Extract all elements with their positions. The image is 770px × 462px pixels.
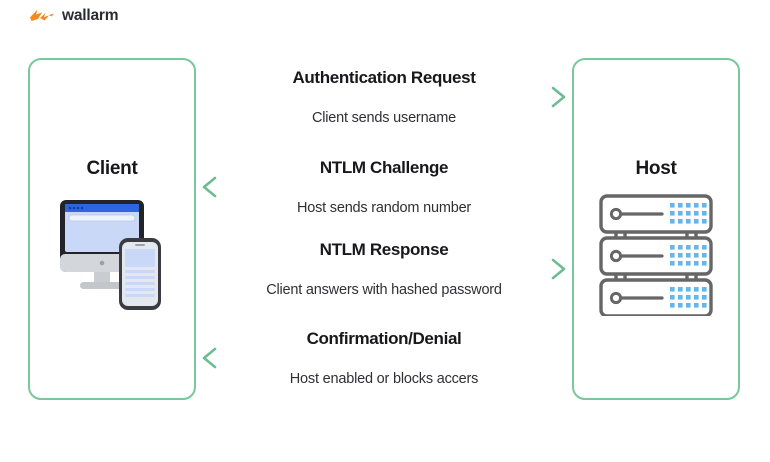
arrow-left-icon	[202, 176, 554, 198]
flow-confirmation-denial: Confirmation/Denial Host enabled or bloc…	[196, 323, 572, 395]
host-illustration	[574, 190, 738, 316]
flow-title: NTLM Response	[319, 240, 449, 259]
arrow-right-icon	[214, 258, 566, 280]
flow-authentication-request: Authentication Request Client sends user…	[196, 62, 572, 134]
wallarm-logo: wallarm	[29, 7, 119, 24]
server-rack-icon	[599, 194, 713, 316]
flow-subtitle: Host enabled or blocks accers	[289, 371, 479, 387]
flow-title: Authentication Request	[292, 68, 476, 87]
host-panel: Host	[572, 58, 740, 400]
flow-title: NTLM Challenge	[319, 158, 449, 177]
flow-ntlm-response: NTLM Response Client answers with hashed…	[196, 234, 572, 306]
flow-subtitle: Client answers with hashed password	[266, 282, 502, 298]
flow-title: Confirmation/Denial	[306, 329, 462, 348]
client-panel: Client	[28, 58, 196, 400]
wallarm-bolt-icon	[30, 9, 54, 22]
client-panel-title: Client	[86, 158, 138, 179]
flow-subtitle: Client sends username	[311, 110, 457, 126]
wallarm-wordmark: wallarm	[62, 7, 119, 24]
arrow-left-icon	[202, 347, 554, 369]
client-illustration	[30, 190, 194, 312]
host-panel-title: Host	[635, 158, 677, 179]
desktop-and-phone-icon	[60, 200, 161, 310]
flow-ntlm-challenge: NTLM Challenge Host sends random number	[196, 152, 572, 224]
flow-subtitle: Host sends random number	[296, 200, 472, 216]
arrow-right-icon	[214, 86, 566, 108]
